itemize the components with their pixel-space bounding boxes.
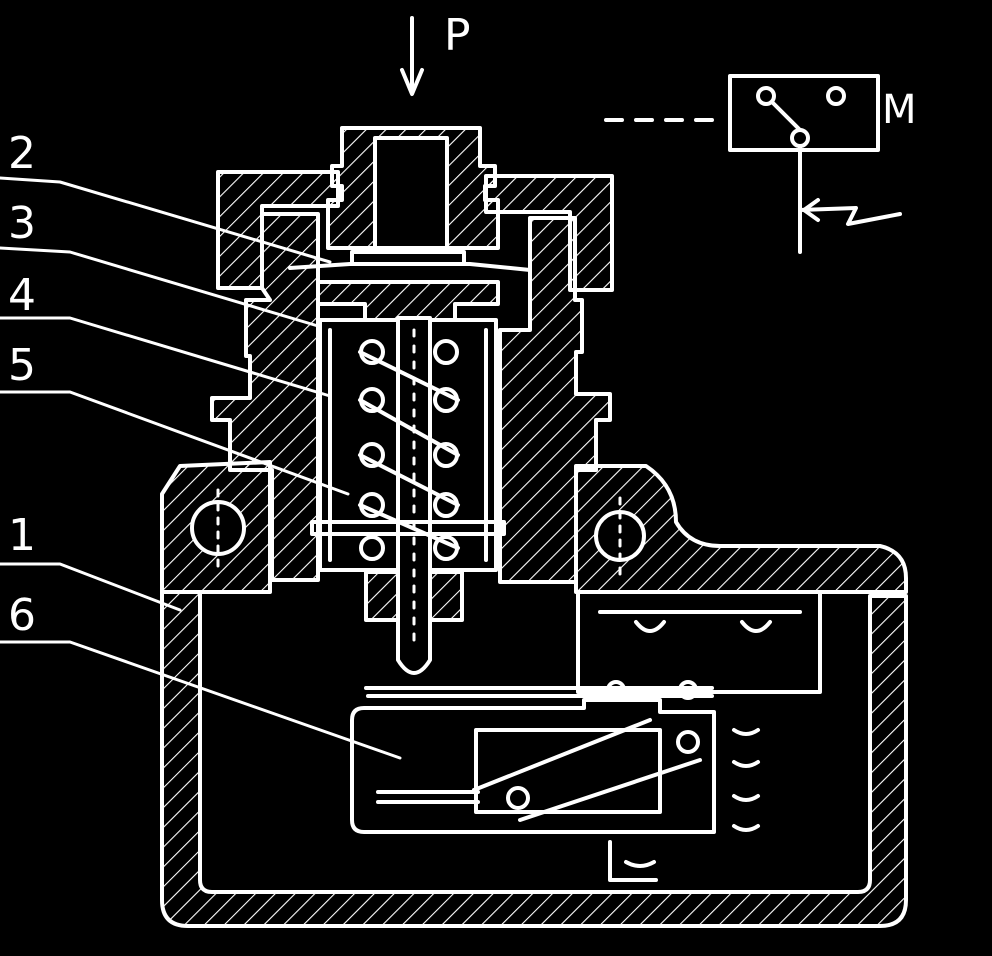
barrel-housing — [210, 212, 612, 584]
pressure-label: P — [444, 10, 471, 61]
pressure-port — [326, 126, 500, 250]
enclosure — [160, 590, 908, 928]
spring-seat — [310, 520, 506, 622]
spring — [358, 339, 460, 561]
piston-plate — [316, 280, 500, 322]
micro-switch — [350, 680, 760, 882]
mounting-flange — [160, 460, 908, 594]
pressure-arrow — [400, 16, 424, 96]
part-label-2: 2 — [8, 128, 36, 179]
part-label-1: 1 — [8, 510, 36, 561]
switch-symbol — [604, 74, 902, 254]
part-label-5: 5 — [8, 340, 36, 391]
motor-symbol-label: M — [882, 87, 917, 133]
leader-lines — [0, 176, 402, 760]
part-label-4: 4 — [8, 270, 36, 321]
switch-bracket — [576, 590, 822, 694]
plunger-rod — [396, 316, 432, 675]
part-label-3: 3 — [8, 198, 36, 249]
part-label-6: 6 — [8, 590, 36, 641]
